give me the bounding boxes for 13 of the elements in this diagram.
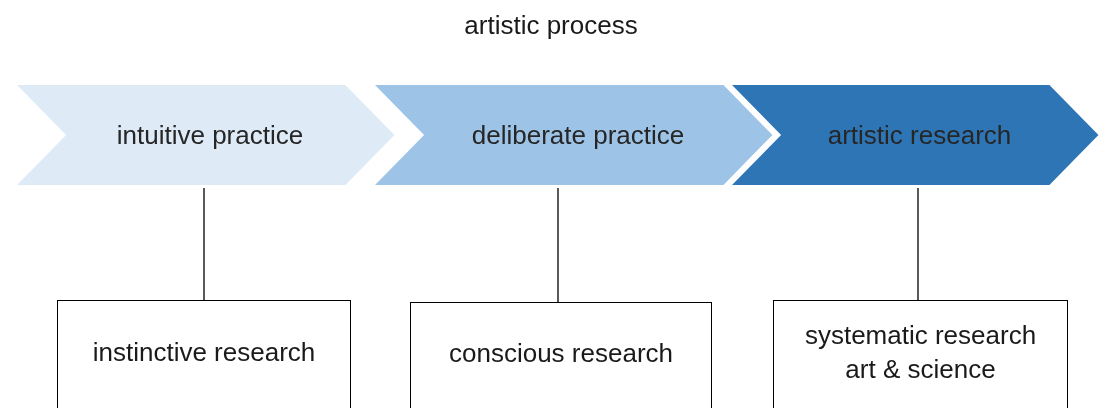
stage-label: artistic research [827, 119, 1012, 151]
research-box [410, 302, 712, 408]
research-box [773, 300, 1068, 408]
box-label: systematic research [804, 319, 1037, 353]
box-label: conscious research [449, 337, 673, 371]
connector-line [203, 187, 205, 301]
diagram-title: artistic process [463, 10, 639, 41]
stage-label: intuitive practice [116, 119, 304, 151]
box-label: instinctive research [92, 336, 316, 370]
connector-line [917, 187, 919, 301]
box-label: art & science [845, 353, 996, 386]
connector-line [557, 187, 559, 303]
research-box [57, 300, 351, 408]
